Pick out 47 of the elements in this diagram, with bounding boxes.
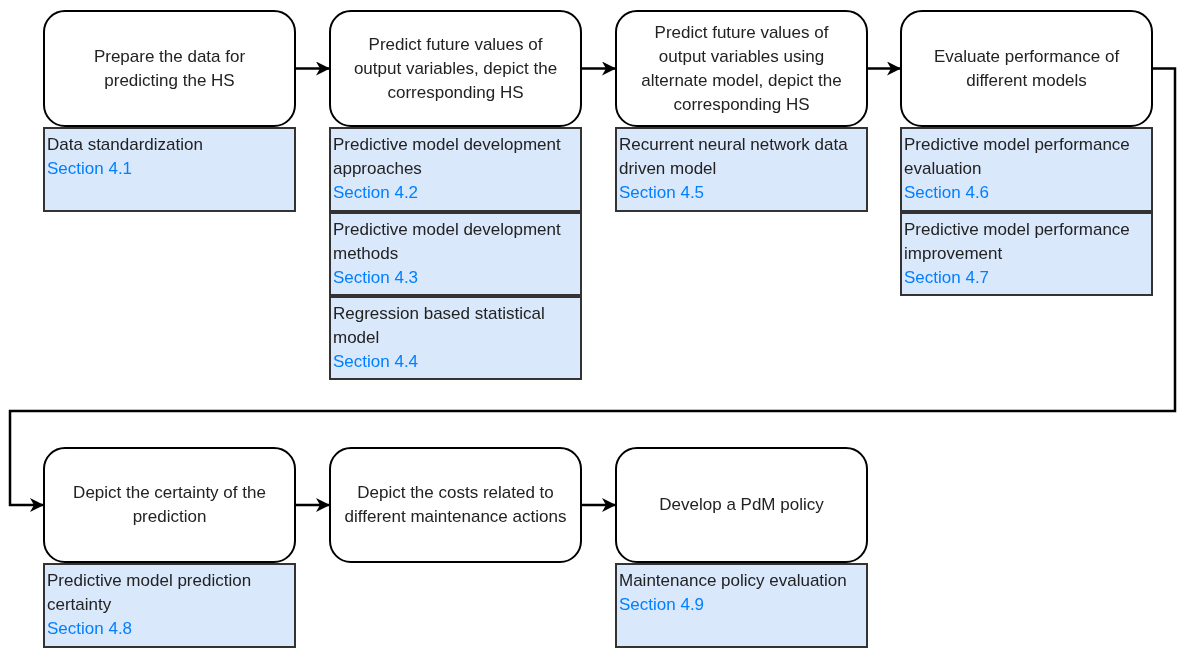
arrow (296, 498, 330, 512)
note-text: Predictive model development methods (333, 219, 562, 265)
note-box (329, 296, 582, 380)
process-box (615, 10, 868, 127)
step-text: Evaluate performance of different models (932, 45, 1121, 92)
step-text: Predict future values of output variables using alternate model, depict the corresponding HS (640, 21, 843, 116)
note-text: Predictive model performance evaluation (904, 134, 1131, 180)
arrow (582, 498, 616, 512)
note-box (329, 127, 582, 212)
note-text: Maintenance policy evaluation (619, 570, 847, 592)
note-text: Data standardization (47, 134, 203, 156)
note-box (900, 127, 1153, 212)
arrow (582, 61, 616, 76)
step-text: Depict the certainty of the prediction (72, 482, 267, 528)
step-text: Prepare the data for predicting the HS (92, 45, 247, 92)
section-link: Section 4.3 (333, 267, 419, 289)
note-box (900, 212, 1153, 296)
step-text: Predict future values of output variables, depict the corresponding HS (352, 33, 559, 104)
process-box (43, 10, 296, 127)
process-box (900, 10, 1153, 127)
note-box (615, 127, 868, 212)
section-link: Section 4.7 (904, 267, 990, 289)
section-link: Section 4.1 (47, 158, 133, 180)
step-text: Develop a PdM policy (659, 494, 824, 516)
note-text: Regression based statistical model (333, 303, 546, 349)
section-link: Section 4.9 (619, 594, 705, 616)
section-link: Section 4.4 (333, 351, 419, 373)
process-box (615, 447, 868, 563)
note-box (615, 563, 868, 648)
note-text: Recurrent neural network data driven model (619, 134, 849, 180)
note-text: Predictive model development approaches (333, 134, 562, 180)
note-box (43, 127, 296, 212)
note-text: Predictive model performance improvement (904, 219, 1131, 265)
note-text: Predictive model prediction certainty (47, 570, 253, 616)
process-box (43, 447, 296, 563)
note-box (43, 563, 296, 648)
step-text: Depict the costs related to different maintenance actions (343, 482, 568, 528)
arrow (8, 67, 1177, 512)
process-box (329, 447, 582, 563)
arrow (296, 61, 330, 76)
section-link: Section 4.5 (619, 182, 705, 204)
section-link: Section 4.6 (904, 182, 990, 204)
section-link: Section 4.8 (47, 618, 133, 640)
note-box (329, 212, 582, 296)
arrow (868, 61, 901, 76)
process-box (329, 10, 582, 127)
section-link: Section 4.2 (333, 182, 419, 204)
